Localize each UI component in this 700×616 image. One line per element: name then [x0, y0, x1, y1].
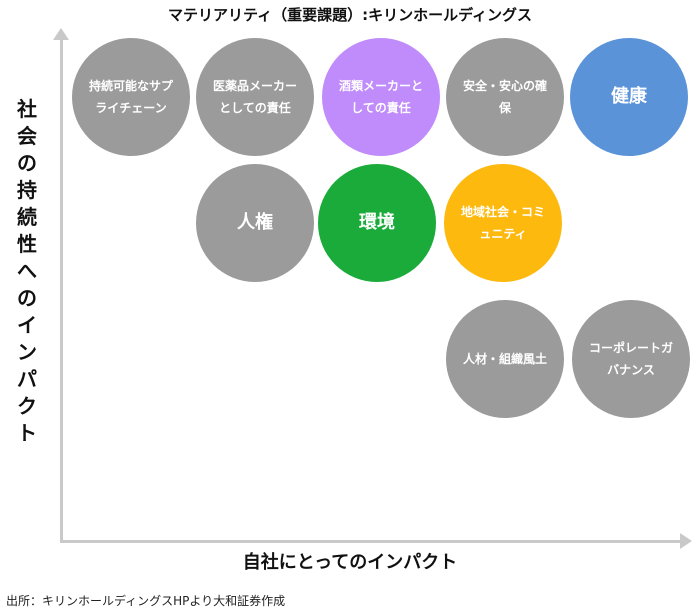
- bubble-label: コーポレートガバナンス: [588, 341, 673, 377]
- x-axis-line: [60, 540, 682, 543]
- bubble-pharma-responsibility: 医薬品メーカーとしての責任: [196, 38, 314, 156]
- y-axis-label: 社会の持続性へのインパクト: [17, 97, 37, 445]
- y-axis-arrow: [53, 28, 69, 40]
- bubble-label: 酒類メーカーとしての責任: [338, 79, 423, 115]
- bubble-label: 持続可能なサプライチェーン: [88, 79, 173, 115]
- chart-title: マテリアリティ（重要課題）:キリンホールディングス: [167, 6, 533, 24]
- bubble-human-rights: 人権: [196, 164, 314, 282]
- bubble-community: 地域社会・コミュニティ: [444, 164, 562, 282]
- bubble-governance: コーポレートガバナンス: [572, 300, 690, 418]
- bubble-alcohol-maker: 酒類メーカーとしての責任: [322, 38, 440, 156]
- bubble-safety-security: 安全・安心の確保: [446, 38, 564, 156]
- bubble-health: 健康: [570, 38, 688, 156]
- bubble-label: 地域社会・コミュニティ: [460, 205, 545, 241]
- bubble-label: 人材・組織風土: [462, 352, 547, 366]
- bubble-environment: 環境: [318, 164, 436, 282]
- bubble-sustainable-supply: 持続可能なサプライチェーン: [72, 38, 190, 156]
- bubble-talent-culture: 人材・組織風土: [446, 300, 564, 418]
- x-axis-arrow: [680, 533, 692, 549]
- bubble-label: 安全・安心の確保: [462, 79, 547, 115]
- x-axis-label: 自社にとってのインパクト: [242, 552, 458, 573]
- bubble-label: 医薬品メーカーとしての責任: [212, 79, 297, 115]
- source-note: 出所：キリンホールディングスHPより大和証券作成: [6, 594, 286, 608]
- y-axis-line: [60, 38, 63, 543]
- bubble-label: 健康: [611, 86, 647, 107]
- bubble-label: 環境: [359, 212, 395, 233]
- bubble-label: 人権: [237, 212, 273, 233]
